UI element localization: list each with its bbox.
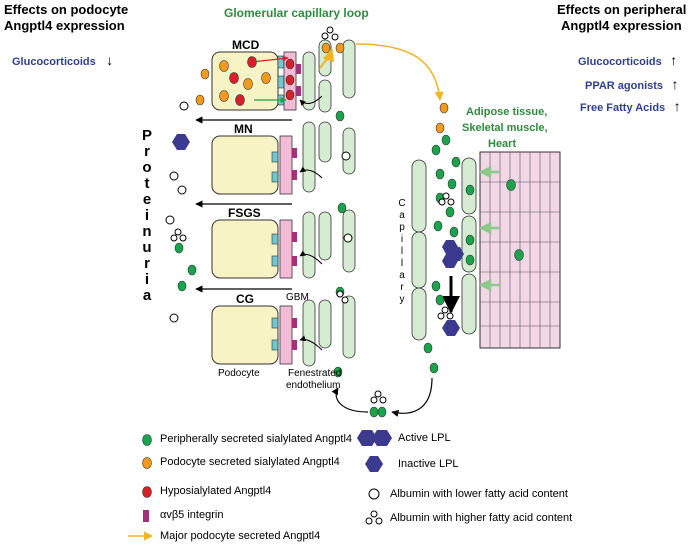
legend-hyposialylated: Hyposialylated Angptl4	[160, 485, 272, 497]
up-arrow-icon: ↑	[671, 76, 679, 92]
proteinuria-letter: P	[141, 127, 152, 144]
label-endothelium-line1: Fenestrated	[288, 368, 342, 379]
proteinuria-letter: i	[144, 271, 150, 288]
capillary-letter: p	[399, 222, 405, 233]
scattered-green-dots	[174, 110, 475, 418]
albumin-high-fa-markers	[170, 26, 455, 404]
right-factor-label: PPAR agonists	[585, 80, 664, 92]
right-factor-label: Glucocorticoids	[578, 56, 662, 68]
scattered-orange-dots	[195, 42, 449, 134]
capillary-letter: a	[399, 270, 405, 281]
glomerular-unit-fsgs	[211, 209, 356, 279]
right-header-line2: Angptl4 expression	[561, 18, 682, 33]
legend-peripheral: Peripherally secreted sialylated Angptl4	[160, 433, 353, 445]
albumin-low-fa-markers	[165, 101, 353, 323]
legend-integrin: αvβ5 integrin	[160, 509, 224, 521]
proteinuria-inactive-lpl	[172, 134, 190, 150]
legend-symbols	[128, 430, 392, 541]
label-mcd: MCD	[232, 38, 260, 52]
up-arrow-icon: ↑	[670, 52, 678, 68]
capillary-letter: l	[400, 258, 404, 269]
center-title: Glomerular capillary loop	[224, 6, 369, 20]
capillary-letter: y	[399, 294, 405, 305]
capillary-letter: a	[399, 210, 405, 221]
left-header-line1: Effects on podocyte	[4, 2, 129, 17]
proteinuria-label: P r o t e i n u r i a	[140, 128, 154, 304]
mcd-podocyte-angptl4-dots	[219, 55, 295, 106]
right-header-line1: Effects on peripheral	[557, 2, 687, 17]
tissue-label-line1: Adipose tissue,	[466, 106, 548, 118]
right-factor-2: PPAR agonists ↑	[585, 76, 678, 94]
left-header-line2: Angptl4 expression	[4, 18, 125, 33]
capillary-label: C a p i l l a r y	[396, 198, 408, 306]
label-cg: CG	[236, 292, 254, 306]
proteinuria-letter: e	[142, 191, 152, 208]
label-fsgs: FSGS	[228, 206, 261, 220]
proteinuria-letter: t	[144, 175, 150, 192]
up-arrow-icon: ↑	[673, 98, 681, 114]
tissue-label-line2: Skeletal muscle,	[462, 122, 548, 134]
legend-albumin-low: Albumin with lower fatty acid content	[390, 488, 568, 500]
capillary-letter: r	[400, 282, 404, 293]
label-mn: MN	[234, 122, 253, 136]
capillary-letter: C	[398, 198, 406, 209]
right-factor-3: Free Fatty Acids ↑	[580, 98, 681, 116]
tissue-label-line3: Heart	[488, 138, 517, 150]
left-factor: Glucocorticoids ↓	[12, 52, 113, 70]
capillary-letter: l	[400, 246, 404, 257]
right-factor-1: Glucocorticoids ↑	[578, 52, 677, 70]
glomerular-unit-cg	[211, 295, 356, 367]
label-gbm: GBM	[286, 292, 309, 303]
proteinuria-letter: i	[144, 207, 150, 224]
label-podocyte: Podocyte	[218, 368, 260, 379]
legend-podocyte: Podocyte secreted sialylated Angptl4	[160, 456, 340, 468]
legend-major: Major podocyte secreted Angptl4	[160, 530, 321, 542]
proteinuria-letter: n	[142, 223, 152, 240]
legend-active-lpl: Active LPL	[398, 432, 451, 444]
legend-inactive-lpl: Inactive LPL	[398, 458, 459, 470]
active-lpl-cluster	[442, 240, 464, 268]
down-arrow-icon: ↓	[106, 52, 114, 68]
proteinuria-letter: u	[142, 239, 152, 256]
proteinuria-letter: r	[144, 143, 150, 160]
left-factor-label: Glucocorticoids	[12, 56, 96, 68]
right-factor-label: Free Fatty Acids	[580, 102, 666, 114]
glomerular-unit-mn	[211, 121, 356, 195]
inactive-lpl-hexagon	[442, 320, 460, 336]
proteinuria-letter: a	[142, 287, 152, 304]
proteinuria-letter: r	[144, 255, 150, 272]
label-endothelium-line2: endothelium	[286, 380, 341, 391]
legend-albumin-high: Albumin with higher fatty acid content	[390, 512, 573, 524]
proteinuria-letter: o	[142, 159, 152, 176]
capillary-letter: i	[400, 234, 404, 245]
tissue-grid	[479, 151, 561, 349]
